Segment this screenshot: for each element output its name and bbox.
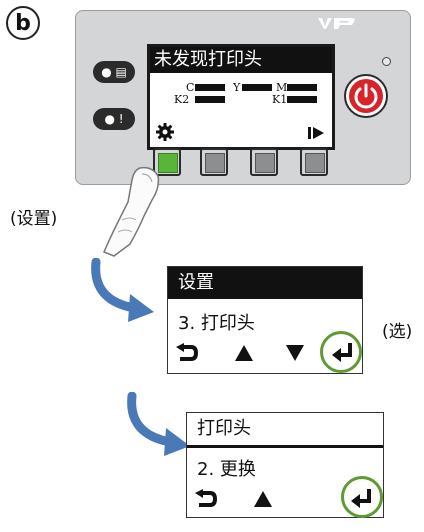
ink-label-m: M	[276, 81, 288, 94]
select-caption: (选)	[382, 322, 413, 342]
lcd-screen: 未发现打印头 C Y M K2 K1	[147, 44, 335, 150]
down-icon[interactable]	[286, 345, 304, 361]
menu-item: 2. 更换	[197, 459, 256, 480]
ink-label-y: Y	[233, 81, 241, 94]
lcd-message: 未发现打印头	[150, 47, 332, 73]
ink-label-k1: K1	[272, 93, 288, 106]
print-button[interactable]: ● ▤	[93, 61, 135, 83]
back-icon[interactable]	[176, 343, 198, 363]
flow-arrow-1	[91, 258, 154, 322]
alert-button[interactable]: ● !	[93, 108, 135, 130]
ink-bar-m	[287, 84, 317, 91]
gear-icon	[156, 123, 174, 141]
alert-icon: ● !	[104, 112, 124, 126]
status-led	[382, 57, 391, 66]
ink-bar-k2	[195, 96, 225, 103]
ink-label-c: C	[186, 81, 195, 94]
soft-key-1[interactable]	[153, 148, 181, 176]
soft-key-2[interactable]	[200, 148, 228, 176]
up-icon[interactable]	[235, 345, 253, 361]
flow-arrow-2	[127, 392, 190, 456]
ink-bar-k1	[287, 96, 317, 103]
press-caption: (设置)	[10, 209, 58, 229]
menu-title: 打印头	[187, 413, 383, 448]
ink-label-k2: K2	[174, 93, 190, 106]
play-step-icon	[308, 127, 324, 139]
soft-key-4[interactable]	[300, 148, 328, 176]
enter-highlight-ring	[320, 331, 362, 373]
finger-press-illustration	[103, 166, 160, 257]
enter-highlight-ring	[341, 476, 383, 518]
power-icon	[354, 83, 378, 109]
brand-logo	[318, 18, 355, 29]
menu-screen-printhead: 打印头 2. 更换	[186, 412, 384, 518]
power-button-face	[349, 79, 383, 113]
soft-key-3[interactable]	[250, 148, 278, 176]
ink-bar-y	[242, 84, 272, 91]
power-button[interactable]	[344, 74, 388, 118]
printer-icon: ● ▤	[101, 65, 127, 79]
up-icon[interactable]	[254, 491, 272, 507]
ink-bar-c	[195, 84, 225, 91]
menu-title: 设置	[168, 267, 362, 299]
back-icon[interactable]	[195, 489, 217, 509]
menu-item: 3. 打印头	[178, 313, 255, 334]
step-badge: b	[6, 6, 40, 40]
